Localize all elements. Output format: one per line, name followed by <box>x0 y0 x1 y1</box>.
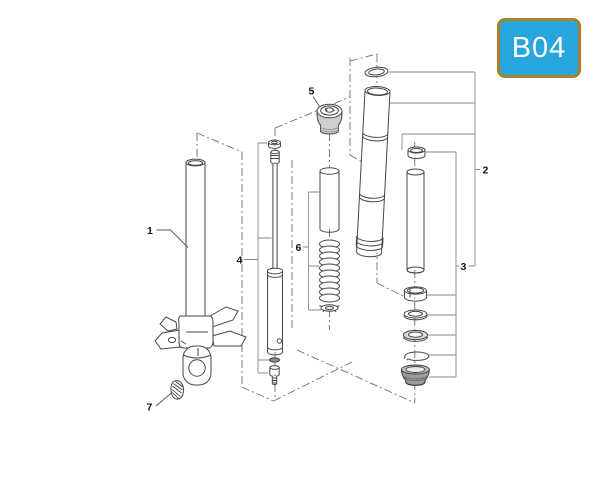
callout-labels: 1 2 3 4 5 6 7 <box>147 86 489 414</box>
damper-assembly-part4 <box>267 139 283 386</box>
callout-7[interactable]: 7 <box>147 402 153 414</box>
outer-fork-tube-part1 <box>185 158 206 320</box>
axle-bracket <box>154 306 247 386</box>
damper-body <box>267 267 283 356</box>
callout-1[interactable]: 1 <box>147 225 153 237</box>
damper-locknut <box>268 139 281 149</box>
oil-seal <box>403 329 428 342</box>
fork-spring <box>319 239 340 303</box>
retaining-clip <box>403 351 430 361</box>
section-badge-label: B04 <box>511 31 567 64</box>
backup-washer <box>403 309 428 321</box>
leader-lines <box>155 96 320 407</box>
guide-bushing <box>407 146 426 159</box>
callout-6[interactable]: 6 <box>296 242 302 254</box>
damper-rod <box>270 149 280 268</box>
slider-tube-part3 <box>406 168 425 274</box>
callout-2[interactable]: 2 <box>483 165 489 177</box>
inner-tube-part2 <box>355 86 391 258</box>
callout-3[interactable]: 3 <box>461 261 467 273</box>
leader-bracket-part3 <box>426 151 460 378</box>
leader-bracket-part2 <box>389 71 480 267</box>
leader-bracket-part6 <box>303 191 321 311</box>
damper-bolt <box>269 365 280 386</box>
leader-bracket-part4 <box>244 142 272 374</box>
callout-4[interactable]: 4 <box>237 255 243 267</box>
top-cap-part5 <box>316 103 343 135</box>
spring-spacer-tube <box>319 167 340 233</box>
section-badge[interactable]: B04 <box>497 18 581 78</box>
damper-washer <box>269 357 280 363</box>
tube-o-ring <box>364 66 389 78</box>
spring-seat <box>319 304 340 313</box>
callout-5[interactable]: 5 <box>309 86 315 98</box>
clip-part7 <box>170 380 185 400</box>
dust-seal <box>400 364 430 386</box>
slide-bushing <box>404 286 427 302</box>
